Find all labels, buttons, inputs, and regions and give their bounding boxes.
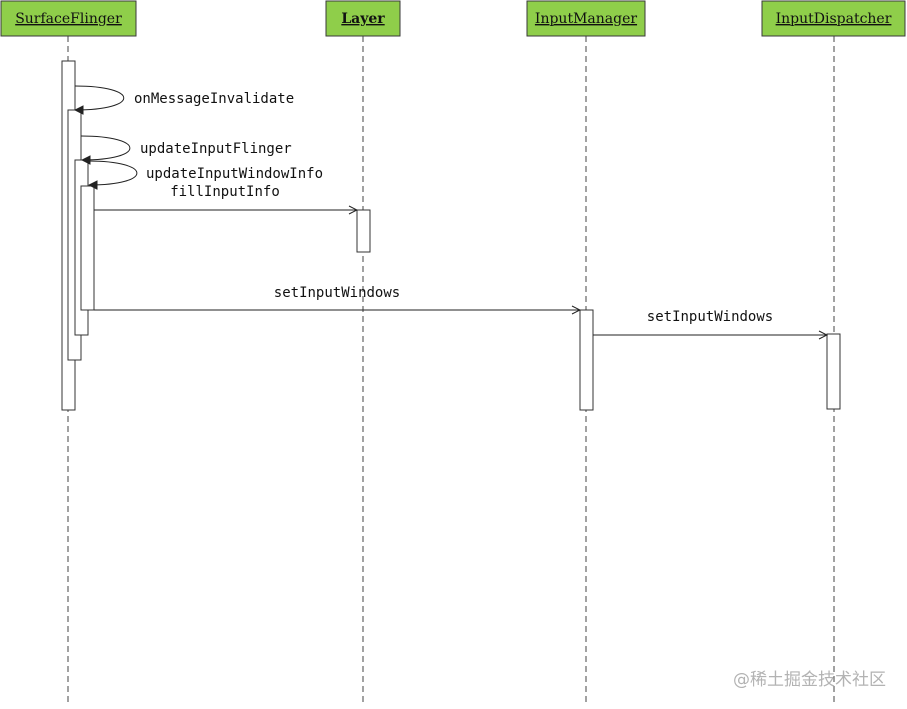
participant-surfaceflinger[interactable]: SurfaceFlinger [0, 0, 137, 37]
participant-layer[interactable]: Layer [325, 0, 401, 37]
message-label: updateInputWindowInfo [146, 166, 323, 182]
message-updateinputflinger-arrow [81, 135, 131, 160]
participant-label: SurfaceFlinger [15, 11, 122, 27]
message-updateinputwindowinfo-arrow [88, 160, 138, 185]
activation-layer [356, 209, 371, 253]
message-label: fillInputInfo [170, 184, 280, 200]
participant-label: InputManager [535, 11, 637, 27]
activation-inputdispatcher [826, 333, 841, 410]
activation-surfaceflinger-4 [80, 185, 95, 311]
message-label: updateInputFlinger [140, 141, 292, 157]
watermark-text: @稀土掘金技术社区 [733, 670, 886, 690]
activation-inputmanager [579, 309, 594, 411]
participant-inputdispatcher[interactable]: InputDispatcher [761, 0, 906, 37]
message-label: onMessageInvalidate [134, 91, 294, 107]
participant-inputmanager[interactable]: InputManager [526, 0, 646, 37]
participant-label: Layer [341, 11, 385, 27]
message-label: setInputWindows [647, 309, 773, 325]
message-label: setInputWindows [274, 285, 400, 301]
participant-label: InputDispatcher [776, 11, 892, 27]
message-onmessageinvalidate-arrow [75, 85, 124, 110]
